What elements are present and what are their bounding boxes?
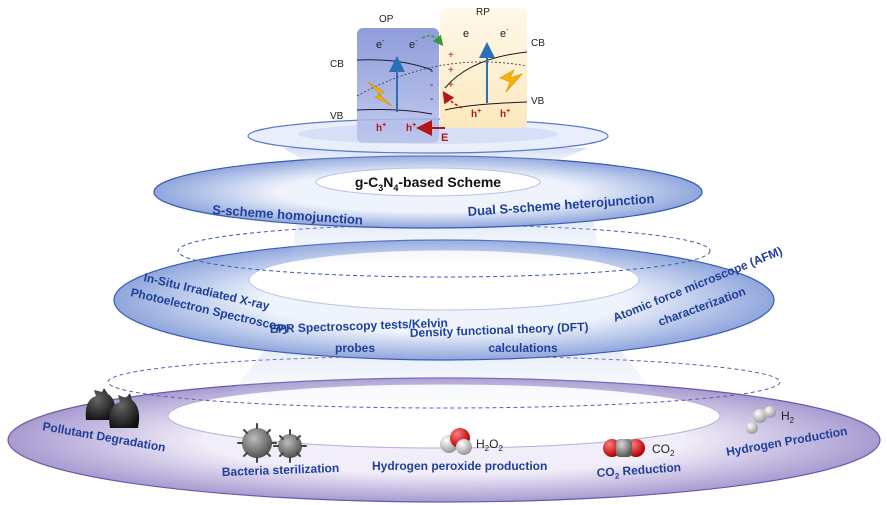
tier1-center-label: g-C3N4-based Scheme bbox=[355, 174, 501, 193]
epr-line1: EPR Spectroscopy tests/Kelvin bbox=[270, 316, 448, 336]
lightning-icon bbox=[367, 81, 393, 107]
minus-3: - bbox=[430, 94, 433, 105]
co2-label: CO2 Reduction bbox=[596, 460, 681, 482]
rp-box bbox=[440, 8, 527, 128]
field-label: E bbox=[441, 132, 448, 144]
beam-1 bbox=[283, 148, 588, 168]
virus-icon bbox=[237, 423, 307, 463]
plus-3: + bbox=[448, 80, 454, 91]
co2-formula: CO2 bbox=[652, 442, 675, 458]
hole-op-2: h+ bbox=[406, 122, 416, 134]
electron-op-2: e- bbox=[409, 38, 418, 51]
lightning-icon bbox=[499, 69, 523, 93]
h2o2-formula: H2O2 bbox=[476, 437, 503, 453]
rp-label: RP bbox=[476, 7, 490, 18]
hole-rp-2: h+ bbox=[500, 108, 510, 120]
plus-2: + bbox=[448, 65, 454, 76]
hole-op-1: h+ bbox=[376, 122, 386, 134]
epr-line2: probes bbox=[335, 341, 375, 355]
trash-bag-icon bbox=[85, 388, 140, 428]
vb-right-label: VB bbox=[531, 96, 545, 107]
electron-op-1: e- bbox=[376, 38, 385, 51]
electron-rp-2: e- bbox=[500, 27, 509, 40]
plus-1: + bbox=[448, 50, 454, 61]
h2-molecule-icon bbox=[746, 406, 776, 434]
hole-rp-1: h+ bbox=[471, 108, 481, 120]
cb-right-label: CB bbox=[531, 38, 545, 49]
electron-rp-1: e bbox=[463, 28, 469, 40]
h2o2-molecule-icon bbox=[440, 428, 472, 455]
minus-1: - bbox=[430, 66, 433, 77]
minus-2: - bbox=[430, 80, 433, 91]
co2-molecule-icon bbox=[603, 439, 645, 457]
bacteria-label: Bacteria sterilization bbox=[222, 461, 340, 479]
dft-line2: calculations bbox=[488, 341, 558, 355]
h2o2-label: Hydrogen peroxide production bbox=[372, 459, 547, 473]
h2-formula: H2 bbox=[781, 409, 795, 425]
vb-left-label: VB bbox=[330, 111, 344, 122]
cb-left-label: CB bbox=[330, 59, 344, 70]
heterojunction bbox=[356, 8, 528, 143]
op-label: OP bbox=[379, 14, 394, 25]
dft-line1: Density functional theory (DFT) bbox=[410, 320, 589, 340]
